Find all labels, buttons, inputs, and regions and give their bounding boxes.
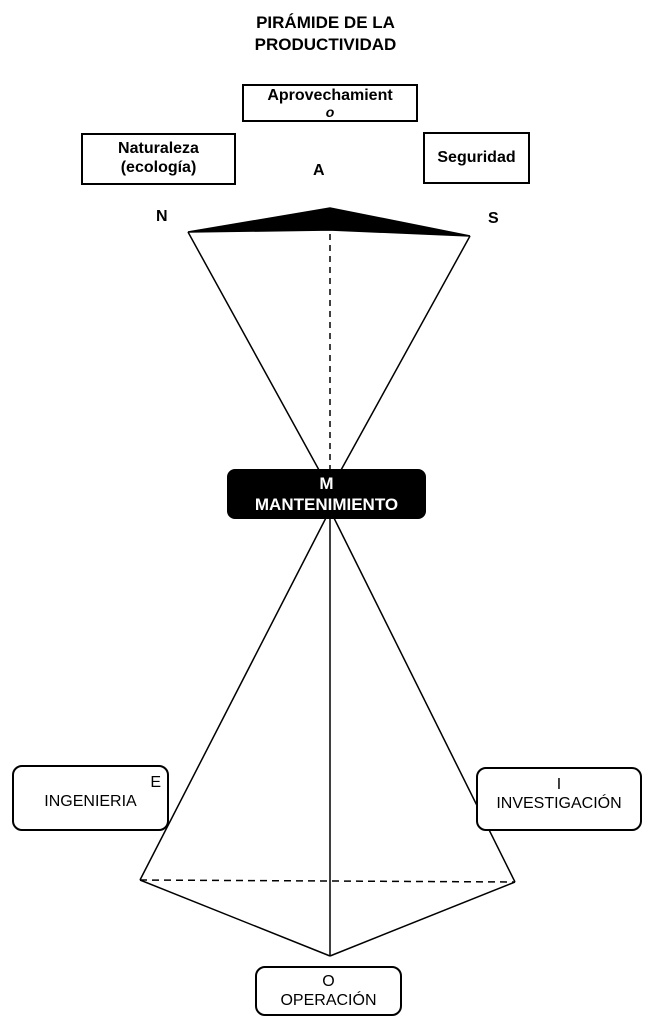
top-face xyxy=(187,207,471,237)
label-s: S xyxy=(488,210,499,227)
base-right-front xyxy=(329,881,516,957)
aprovechamiento-letter: o xyxy=(325,104,335,120)
seguridad-box: Seguridad xyxy=(423,132,530,184)
upper-right-edge xyxy=(329,235,471,491)
base-left-front xyxy=(139,879,331,957)
seguridad-text: Seguridad xyxy=(437,149,516,166)
operacion-text: OPERACIÓN xyxy=(280,992,377,1009)
investigacion-text: INVESTIGACIÓN xyxy=(496,795,622,812)
title-line-1: PIRÁMIDE DE LA xyxy=(256,13,395,32)
ingenieria-letter: E xyxy=(150,774,161,791)
base-back-edge xyxy=(139,879,516,883)
naturaleza-line-2: (ecología) xyxy=(120,159,197,176)
mantenimiento-text: MANTENIMIENTO xyxy=(254,495,399,514)
mantenimiento-letter: M xyxy=(319,474,334,493)
aprovechamiento-text: Aprovechamient xyxy=(267,87,393,104)
investigacion-box: I INVESTIGACIÓN xyxy=(476,767,642,831)
aprovechamiento-box: Aprovechamient o xyxy=(242,84,418,122)
operacion-box: O OPERACIÓN xyxy=(255,966,402,1016)
operacion-letter: O xyxy=(322,973,335,990)
label-a: A xyxy=(313,162,325,179)
label-n: N xyxy=(156,208,168,225)
upper-left-edge xyxy=(187,231,331,491)
naturaleza-box: Naturaleza (ecología) xyxy=(81,133,236,185)
ingenieria-box: E INGENIERIA xyxy=(12,765,169,831)
ingenieria-text: INGENIERIA xyxy=(44,793,137,810)
investigacion-letter: I xyxy=(556,776,562,793)
title-line-2: PRODUCTIVIDAD xyxy=(254,35,397,54)
naturaleza-line-1: Naturaleza xyxy=(118,140,199,157)
mantenimiento-box: M MANTENIMIENTO xyxy=(227,469,426,519)
lower-left-edge xyxy=(139,509,331,881)
